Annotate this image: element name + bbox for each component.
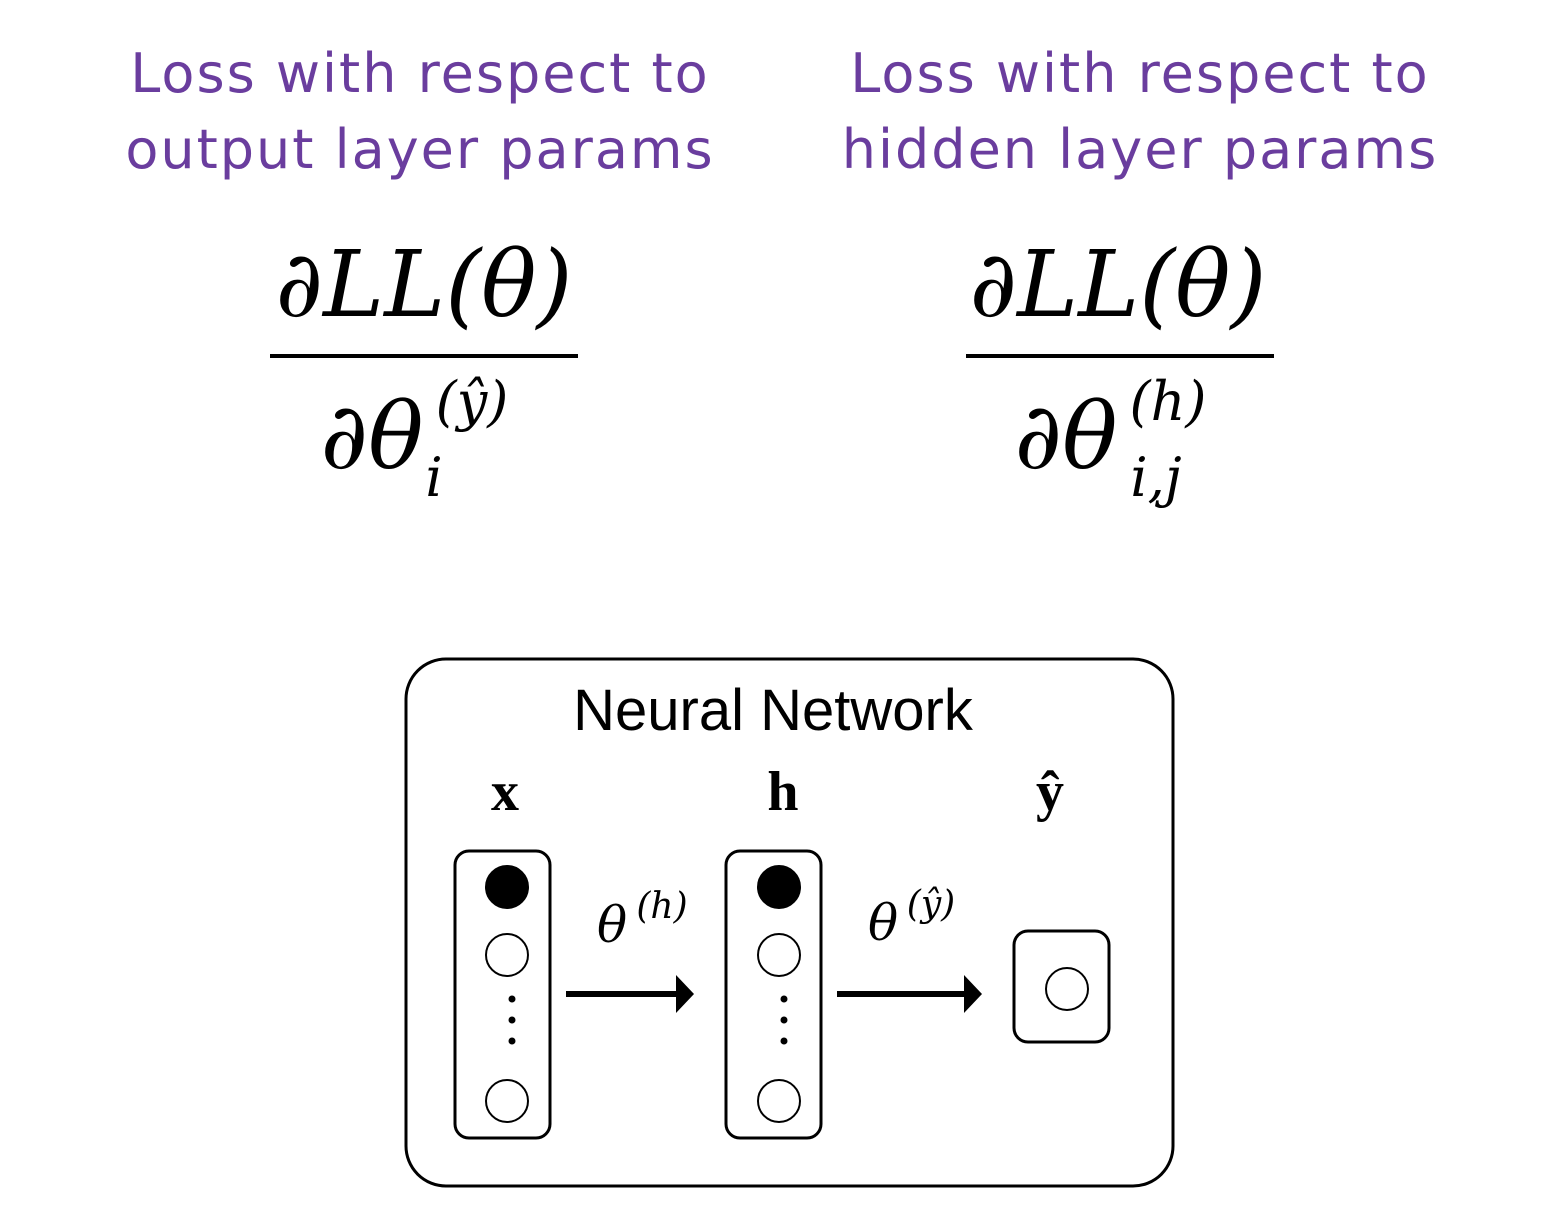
input-bias-node — [485, 865, 529, 909]
hidden-ellipsis — [780, 995, 788, 1045]
caption-hidden-line2: hidden layer params — [841, 118, 1439, 181]
input-layer-label: x — [491, 761, 519, 823]
equation-output-superscript: (ŷ) — [436, 370, 509, 433]
hidden-ellipsis-dot — [780, 995, 788, 1003]
input-ellipsis-dot — [508, 1016, 516, 1024]
neural-network-title: Neural Network — [573, 678, 974, 743]
input-ellipsis-dot — [508, 995, 516, 1003]
arrow-head-icon — [964, 975, 982, 1013]
hidden-weights-superscript: (h) — [636, 886, 687, 927]
input-node — [485, 933, 529, 977]
equation-hidden-gradient: ∂LL(θ) ∂θ (h) i,j — [966, 231, 1274, 509]
caption-hidden-line1: Loss with respect to — [850, 42, 1430, 105]
equation-hidden-superscript: (h) — [1130, 370, 1207, 433]
caption-output-line2: output layer params — [125, 118, 715, 181]
equation-hidden-subscript: i,j — [1130, 446, 1181, 509]
caption-hidden-layer: Loss with respect to hidden layer params — [790, 36, 1490, 188]
equation-output-denominator: ∂θ — [321, 383, 424, 490]
hidden-bias-node — [757, 865, 801, 909]
equation-output-subscript: i — [425, 446, 442, 509]
input-ellipsis-dot — [508, 1037, 516, 1045]
output-layer-label: ŷ — [1036, 761, 1064, 823]
neural-network-frame — [404, 657, 1175, 1188]
input-ellipsis — [508, 995, 516, 1045]
arrow-head-icon — [676, 975, 694, 1013]
output-weights-superscript: (ŷ) — [907, 884, 955, 925]
equation-hidden-numerator: ∂LL(θ) — [970, 231, 1267, 338]
input-layer — [453, 849, 552, 1140]
arrow-hidden-to-output: θ (ŷ) — [837, 884, 982, 1013]
equation-hidden-denominator: ∂θ — [1015, 383, 1118, 490]
hidden-ellipsis-dot — [780, 1016, 788, 1024]
hidden-node — [757, 1079, 801, 1123]
hidden-weights-symbol: θ — [597, 896, 627, 954]
output-layer-box — [1012, 929, 1111, 1044]
equation-output-gradient: ∂LL(θ) ∂θ (ŷ) i — [270, 231, 578, 509]
hidden-layer-label: h — [767, 761, 798, 823]
caption-output-layer: Loss with respect to output layer params — [70, 36, 770, 188]
equation-output-numerator: ∂LL(θ) — [276, 231, 573, 338]
hidden-ellipsis-dot — [780, 1037, 788, 1045]
input-node — [485, 1079, 529, 1123]
caption-output-line1: Loss with respect to — [130, 42, 710, 105]
output-layer — [1012, 929, 1111, 1044]
input-layer-box — [453, 849, 552, 1140]
neural-network-panel: Neural Network x h ŷ — [404, 657, 1175, 1188]
arrow-input-to-hidden: θ (h) — [566, 886, 694, 1013]
hidden-node — [757, 933, 801, 977]
hidden-layer — [724, 849, 823, 1140]
hidden-layer-box — [724, 849, 823, 1140]
output-weights-symbol: θ — [868, 894, 898, 952]
output-node — [1045, 967, 1089, 1011]
